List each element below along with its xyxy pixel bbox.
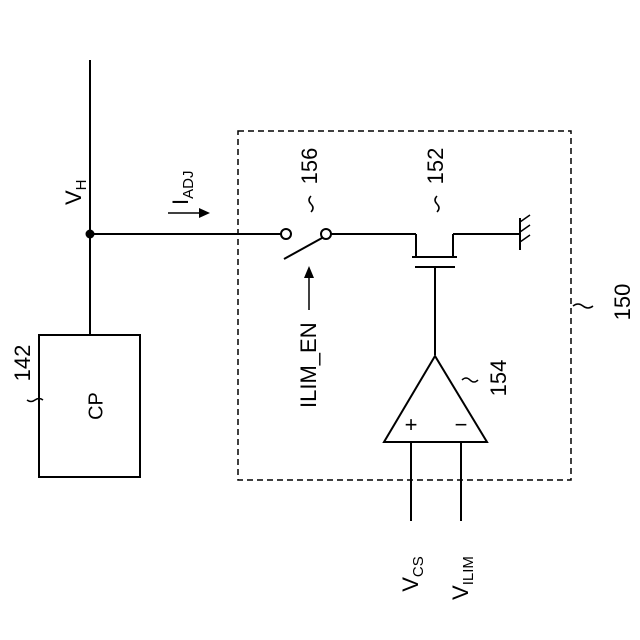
op-amp-minus: − [455, 412, 468, 437]
ground-hatch-3 [520, 235, 530, 242]
vh-label: VH [61, 179, 90, 205]
vcs-label: VCS [398, 556, 427, 592]
ground-hatch-1 [520, 215, 530, 222]
leader-152 [435, 196, 439, 212]
leader-154 [462, 378, 478, 382]
ilim-en-label: ILIM_EN [296, 322, 321, 408]
op-amp-154 [384, 356, 487, 442]
leader-156 [309, 196, 313, 212]
cp-label: CP [85, 392, 107, 420]
switch-terminal-left [281, 229, 291, 239]
leader-142 [27, 399, 43, 402]
ilim-en-arrowhead [304, 266, 314, 278]
vilim-label: VILIM [448, 556, 477, 600]
leader-150 [573, 304, 593, 308]
ground-hatch-2 [520, 225, 530, 232]
ref-142: 142 [10, 345, 35, 382]
iadj-label: IADJ [168, 171, 197, 205]
switch-blade [284, 238, 322, 259]
ref-152: 152 [423, 148, 448, 185]
ref-150: 150 [610, 284, 635, 321]
op-amp-plus: + [405, 412, 418, 437]
ref-156: 156 [297, 148, 322, 185]
switch-terminal-right [321, 229, 331, 239]
ref-154: 154 [486, 360, 511, 397]
iadj-arrowhead [199, 208, 210, 218]
